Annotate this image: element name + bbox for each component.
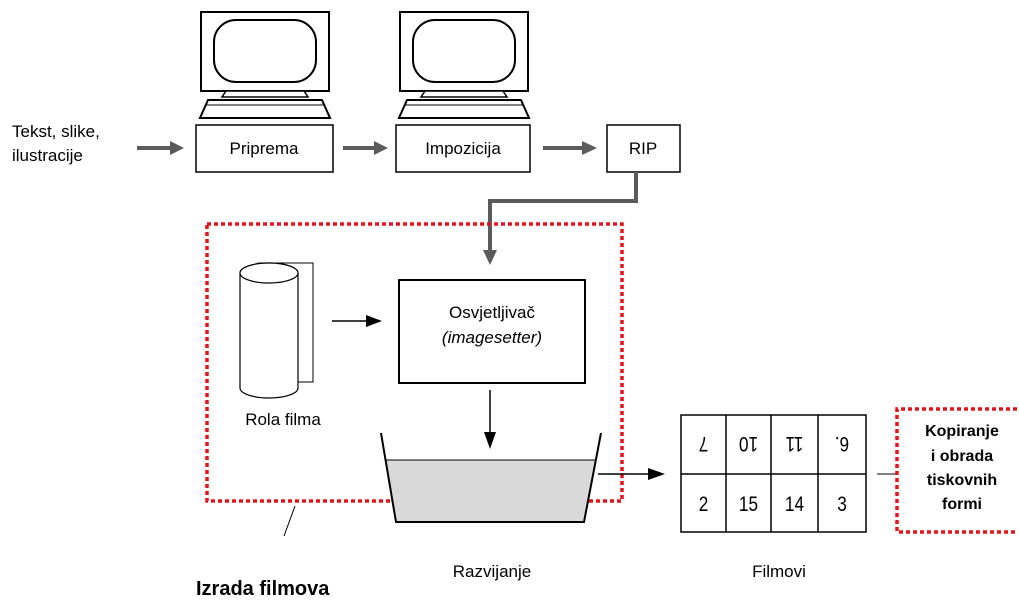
arrow-impozicija-to-rip bbox=[543, 141, 597, 155]
imagesetter-frame bbox=[398, 279, 586, 384]
step-box bbox=[395, 124, 531, 173]
step-label: Priprema bbox=[230, 139, 300, 158]
step-impozicija: Impozicija bbox=[395, 124, 531, 173]
film-page-number: 15 bbox=[739, 494, 758, 517]
monitor-screen bbox=[213, 19, 317, 83]
input-label: Tekst, slike, ilustracije bbox=[12, 122, 100, 165]
arrow-head bbox=[582, 141, 597, 155]
imagesetter-box: Osvjetljivač (imagesetter) bbox=[398, 279, 586, 384]
tray-outline bbox=[380, 432, 602, 523]
films-grid: 7 10 11 6. 2 15 14 3 bbox=[680, 414, 867, 533]
film-page-number: 10 bbox=[739, 432, 758, 455]
arrow-priprema-to-impozicija bbox=[343, 141, 388, 155]
arrow-input-to-priprema bbox=[137, 141, 184, 155]
arrow-head bbox=[484, 432, 496, 449]
arrow-head bbox=[170, 141, 184, 155]
arrow-head bbox=[483, 250, 497, 265]
step-label: Impozicija bbox=[425, 139, 501, 158]
film-page-number: 3 bbox=[837, 494, 847, 517]
film-page-number: 14 bbox=[785, 494, 804, 517]
arrow-head bbox=[366, 315, 382, 327]
film-page-number: 11 bbox=[786, 432, 804, 455]
developing-label: Razvijanje bbox=[453, 562, 531, 581]
computer-icon bbox=[198, 11, 332, 119]
film-page-number: 6. bbox=[835, 432, 849, 455]
next-step-line: formi bbox=[942, 496, 982, 513]
input-label-line1: Tekst, slike, bbox=[12, 122, 100, 141]
input-label-line2: ilustracije bbox=[12, 146, 83, 165]
arrow-head bbox=[648, 468, 665, 480]
film-page-number: 7 bbox=[699, 432, 709, 455]
step-box bbox=[606, 124, 681, 173]
step-box bbox=[195, 124, 334, 173]
film-page-number: 2 bbox=[699, 494, 709, 517]
next-step-line: Kopiranje bbox=[925, 423, 999, 440]
developer-liquid bbox=[386, 460, 595, 522]
step-priprema: Priprema bbox=[195, 124, 334, 173]
imagesetter-english-name: (imagesetter) bbox=[442, 328, 542, 347]
films-label: Filmovi bbox=[752, 562, 806, 581]
film-roll-label: Rola filma bbox=[245, 410, 321, 429]
arrow-rip-to-imagesetter bbox=[483, 172, 638, 265]
group-title-leader bbox=[283, 505, 296, 537]
developer-tray-icon bbox=[380, 432, 602, 523]
arrow-head bbox=[374, 141, 388, 155]
keyboard bbox=[397, 99, 531, 119]
monitor-stand bbox=[220, 90, 310, 98]
arrow-tray-to-films bbox=[598, 468, 665, 480]
film-production-title: Izrada filmova bbox=[196, 578, 330, 600]
keyboard bbox=[198, 99, 332, 119]
film-roll-icon bbox=[239, 262, 314, 399]
next-step-label: Kopiranje i obrada tiskovnih formi bbox=[925, 423, 999, 513]
computer-icon bbox=[397, 11, 531, 119]
next-step-border bbox=[895, 407, 1017, 534]
step-label: RIP bbox=[629, 139, 657, 158]
imagesetter-name: Osvjetljivač bbox=[449, 303, 535, 322]
arrow-roll-to-imagesetter bbox=[332, 315, 382, 327]
arrow-imagesetter-to-tray bbox=[484, 390, 496, 449]
next-step-line: tiskovnih bbox=[927, 472, 997, 489]
monitor-stand bbox=[419, 90, 509, 98]
connector-path bbox=[488, 172, 638, 252]
step-rip: RIP bbox=[606, 124, 681, 173]
monitor-screen bbox=[412, 19, 516, 83]
roll-top bbox=[239, 262, 299, 284]
next-step-line: i obrada bbox=[931, 448, 993, 465]
